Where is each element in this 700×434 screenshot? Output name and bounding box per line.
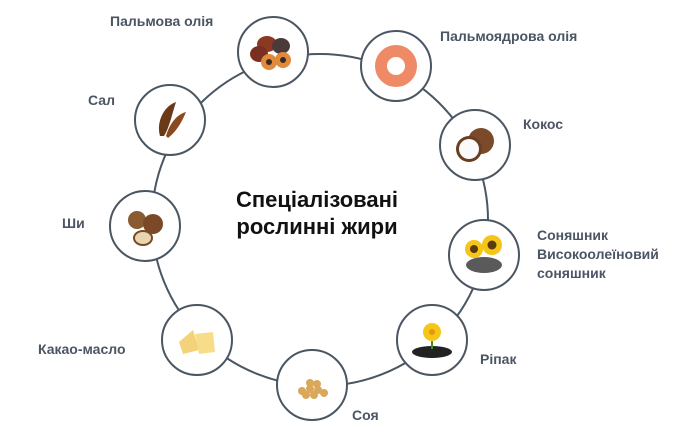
node-rapeseed [396, 304, 468, 376]
palm-kernel-ring-icon [375, 45, 417, 87]
label-coconut: Кокос [523, 116, 564, 132]
node-sunflower [448, 219, 520, 291]
node-coconut [439, 109, 511, 181]
label-sunflower-line-2: соняшник [537, 265, 606, 281]
sal-seed-icon [158, 102, 186, 138]
label-shea: Ши [62, 215, 85, 231]
node-palm-kernel-oil [360, 30, 432, 102]
label-sunflower: Соняшник Високоолеїновий соняшник [537, 226, 659, 283]
sunflower-icon [465, 235, 502, 273]
title-line-2: рослинні жири [236, 214, 398, 239]
label-palm-oil: Пальмова олія [110, 13, 214, 29]
coconut-icon [456, 128, 494, 162]
label-high-oleic-line: Високоолеїновий [537, 246, 659, 262]
node-palm-oil [237, 16, 309, 88]
diagram-title: Спеціалізовані рослинні жири [212, 186, 422, 240]
node-cocoa-butter [161, 304, 233, 376]
node-shea [109, 190, 181, 262]
palm-fruit-icon [250, 36, 291, 70]
soybean-icon [298, 379, 328, 399]
cocoa-butter-icon [179, 330, 215, 354]
label-palm-kernel-oil: Пальмоядрова олія [440, 28, 578, 44]
label-sal: Сал [88, 92, 115, 108]
title-line-1: Спеціалізовані [235, 187, 399, 212]
label-soy: Соя [352, 407, 379, 423]
rapeseed-icon [412, 323, 452, 358]
label-sunflower-line: Соняшник [537, 227, 609, 243]
shea-nut-icon [128, 211, 163, 246]
node-sal [134, 84, 206, 156]
label-cocoa-butter: Какао-масло [38, 341, 126, 357]
label-rapeseed: Ріпак [480, 351, 517, 367]
node-soy [276, 349, 348, 421]
